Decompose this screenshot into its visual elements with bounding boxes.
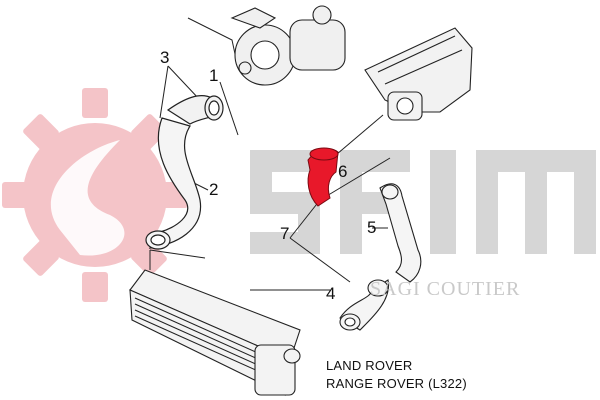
intercooler: [129, 269, 301, 396]
callout-2: 2: [209, 180, 219, 199]
part-hose-6-highlighted: [307, 147, 339, 207]
part-connector-hose-4: [339, 279, 390, 331]
vehicle-model-caption: RANGE ROVER (L322): [326, 376, 467, 391]
callout-1: 1: [209, 66, 219, 85]
callout-4: 4: [326, 284, 336, 303]
callout-5: 5: [367, 218, 377, 237]
part-long-hose-2: [145, 117, 202, 250]
callout-7: 7: [280, 224, 290, 243]
callout-6: 6: [338, 162, 348, 181]
part-pipe-5: [379, 183, 422, 283]
callout-3: 3: [160, 48, 170, 67]
part-hose-elbow-1: [166, 95, 224, 125]
intake-manifold: [364, 27, 473, 121]
vehicle-make-caption: LAND ROVER: [326, 358, 413, 373]
watermark-subtitle: SAGI COUTIER: [370, 278, 521, 300]
turbocharger: [230, 5, 346, 86]
watermark-logo-letters: [250, 150, 596, 254]
watermark-gear-logo: [2, 88, 188, 302]
leader-lines: [149, 17, 391, 291]
